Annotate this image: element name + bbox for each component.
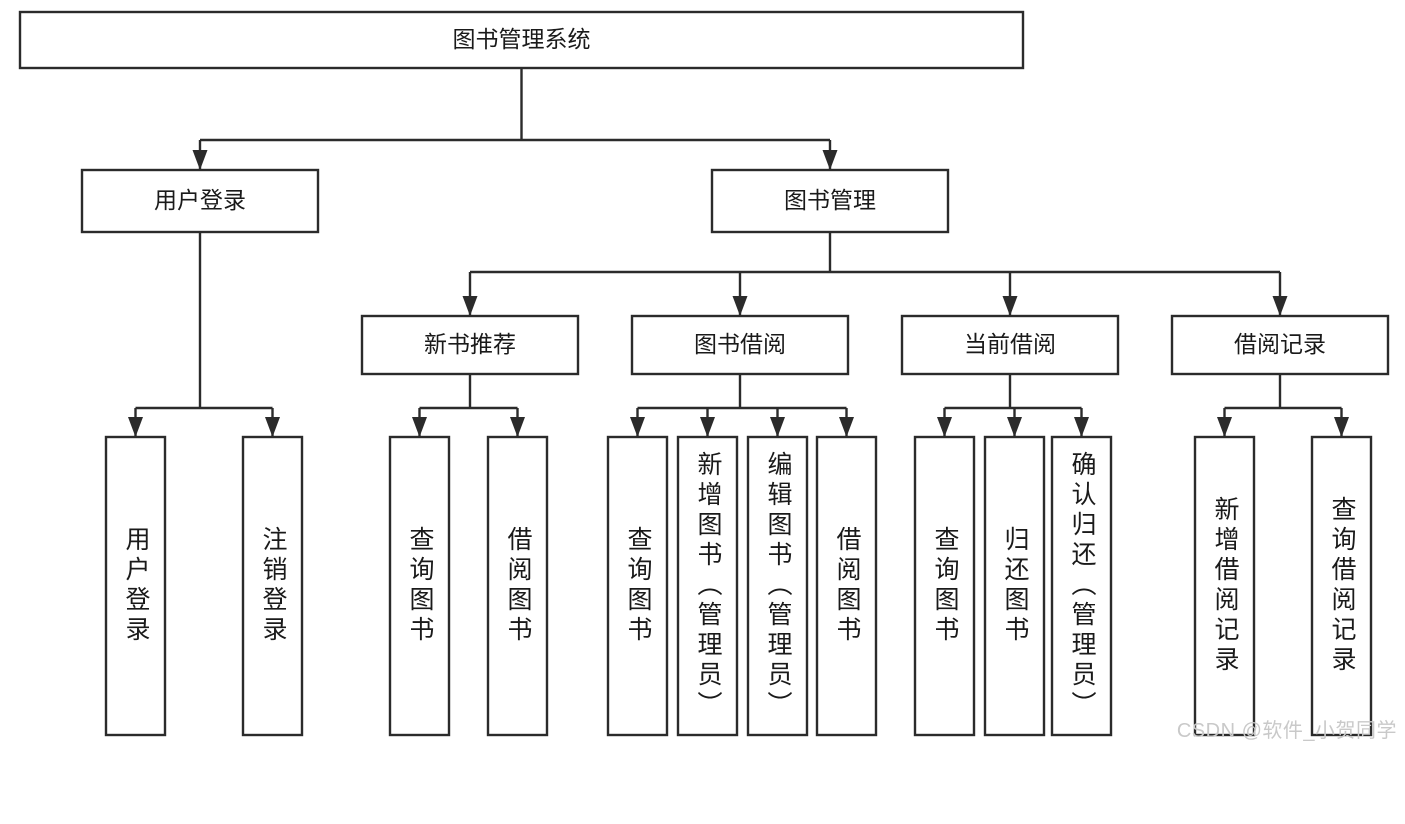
arrow-down-icon bbox=[700, 417, 715, 437]
arrow-down-icon bbox=[732, 296, 748, 316]
arrow-down-icon bbox=[1334, 417, 1349, 437]
arrow-down-icon bbox=[1217, 417, 1232, 437]
node-box-new-book-recommend[interactable] bbox=[360, 314, 580, 376]
node-box-root[interactable] bbox=[18, 10, 1025, 70]
arrow-down-icon bbox=[128, 417, 143, 437]
node-label-root: 图书管理系统 bbox=[453, 26, 591, 52]
node-box-leaf-user-logout[interactable] bbox=[241, 435, 304, 737]
node-label-borrow-record: 借阅记录 bbox=[1234, 331, 1326, 357]
node-box-leaf-confirm-return[interactable] bbox=[1050, 435, 1113, 737]
node-box-leaf-edit-book[interactable] bbox=[746, 435, 809, 737]
node-box-user-login[interactable] bbox=[80, 168, 320, 234]
csdn-watermark: CSDN @软件_小贺同学 bbox=[1176, 720, 1397, 742]
node-label-new-book-recommend: 新书推荐 bbox=[424, 331, 516, 357]
connector-layer bbox=[128, 68, 1349, 437]
node-box-layer bbox=[18, 10, 1390, 737]
flowchart-canvas: 图书管理系统用户登录图书管理新书推荐图书借阅当前借阅借阅记录 用户登录注销登录查… bbox=[18, 10, 1397, 742]
node-box-leaf-borrow-book-1[interactable] bbox=[486, 435, 549, 737]
arrow-down-icon bbox=[1272, 296, 1288, 316]
arrow-down-icon bbox=[770, 417, 785, 437]
node-label-current-borrow: 当前借阅 bbox=[964, 331, 1056, 357]
arrow-down-icon bbox=[192, 150, 208, 170]
node-box-leaf-query-book-3[interactable] bbox=[913, 435, 976, 737]
node-label-book-borrow: 图书借阅 bbox=[694, 331, 786, 357]
node-label-user-login: 用户登录 bbox=[154, 187, 246, 213]
arrow-down-icon bbox=[822, 150, 838, 170]
node-box-leaf-query-borrow-record[interactable] bbox=[1310, 435, 1373, 737]
node-box-leaf-user-login[interactable] bbox=[104, 435, 167, 737]
node-box-leaf-add-book[interactable] bbox=[676, 435, 739, 737]
node-box-borrow-record[interactable] bbox=[1170, 314, 1390, 376]
node-box-leaf-return-book[interactable] bbox=[983, 435, 1046, 737]
node-box-current-borrow[interactable] bbox=[900, 314, 1120, 376]
arrow-down-icon bbox=[1007, 417, 1022, 437]
arrow-down-icon bbox=[839, 417, 854, 437]
node-label-book-manage: 图书管理 bbox=[784, 187, 876, 213]
arrow-down-icon bbox=[630, 417, 645, 437]
node-box-leaf-borrow-book-2[interactable] bbox=[815, 435, 878, 737]
arrow-down-icon bbox=[462, 296, 478, 316]
node-box-leaf-add-borrow-record[interactable] bbox=[1193, 435, 1256, 737]
node-box-book-manage[interactable] bbox=[710, 168, 950, 234]
arrow-down-icon bbox=[937, 417, 952, 437]
arrow-down-icon bbox=[412, 417, 427, 437]
arrow-down-icon bbox=[1002, 296, 1018, 316]
node-box-book-borrow[interactable] bbox=[630, 314, 850, 376]
node-box-leaf-query-book-2[interactable] bbox=[606, 435, 669, 737]
arrow-down-icon bbox=[1074, 417, 1089, 437]
arrow-down-icon bbox=[510, 417, 525, 437]
arrow-down-icon bbox=[265, 417, 280, 437]
node-box-leaf-query-book-1[interactable] bbox=[388, 435, 451, 737]
